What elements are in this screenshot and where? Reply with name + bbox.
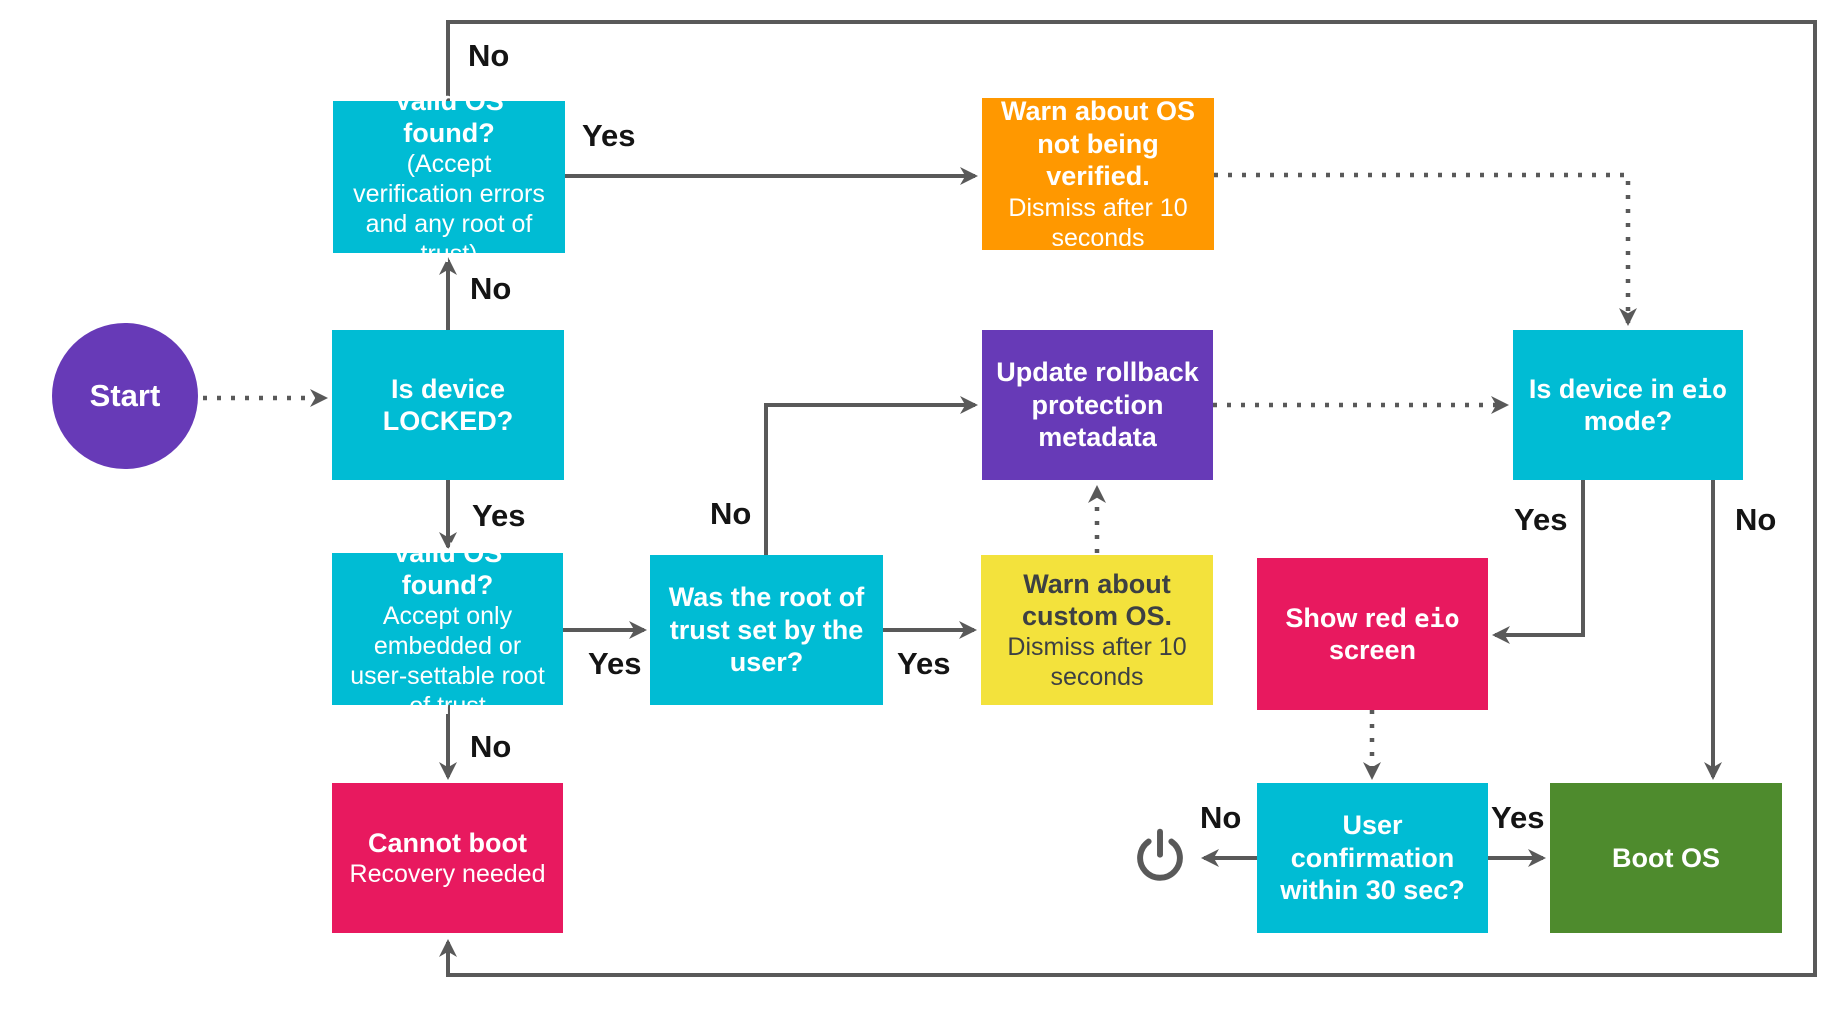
edge-was-root-no-to-update-rollback — [764, 396, 978, 555]
node-title: Cannot boot — [368, 827, 527, 858]
node-is-device-in-eio-mode: Is device in eio mode? — [1513, 330, 1743, 480]
power-icon — [1129, 825, 1191, 887]
node-was-root-of-trust-user-set: Was the root of trust set by the user? — [650, 555, 883, 705]
start-label: Start — [89, 378, 161, 413]
node-subtitle: Dismiss after 10 seconds — [1008, 193, 1188, 252]
node-title: Is device in eio mode? — [1528, 373, 1728, 436]
node-update-rollback-metadata: Update rollback protection metadata — [982, 330, 1213, 480]
node-subtitle: (Accept verification errors and any root… — [353, 150, 545, 269]
eio-mono-text: eio — [1414, 603, 1460, 633]
node-title: Warn about custom OS. — [1021, 568, 1173, 631]
node-boot-os: Boot OS — [1550, 783, 1782, 933]
node-subtitle: Accept only embedded or user-settable ro… — [350, 602, 545, 721]
edge-label-no: No — [470, 729, 512, 764]
edge-label-no: No — [710, 496, 752, 531]
node-start: Start — [52, 323, 198, 469]
node-title: Show red eio screen — [1285, 602, 1460, 665]
node-cannot-boot: Cannot boot Recovery needed — [332, 783, 563, 933]
node-title: Valid OS found? — [392, 537, 503, 600]
edge-label-yes: Yes — [1514, 502, 1568, 537]
node-subtitle: Dismiss after 10 seconds — [1007, 633, 1187, 692]
edge-label-yes: Yes — [897, 646, 951, 681]
node-title: Boot OS — [1612, 842, 1720, 873]
node-user-confirmation-30-sec: User confirmation within 30 sec? — [1257, 783, 1488, 933]
node-subtitle: Recovery needed — [349, 860, 546, 889]
node-title: User confirmation within 30 sec? — [1280, 810, 1465, 906]
edge-eio-yes-to-show-red — [1492, 480, 1585, 644]
edge-label-yes: Yes — [582, 118, 636, 153]
node-title: Update rollback protection metadata — [996, 357, 1199, 453]
node-show-red-eio-screen: Show red eio screen — [1257, 558, 1488, 710]
edge-label-yes: Yes — [472, 498, 526, 533]
node-valid-os-found-locked: Valid OS found? Accept only embedded or … — [332, 538, 563, 720]
node-is-device-locked: Is device LOCKED? — [332, 330, 564, 480]
node-valid-os-found-unlocked: Valid OS found? (Accept verification err… — [333, 86, 565, 268]
node-title: Is device LOCKED? — [382, 373, 514, 436]
node-title: Was the root of trust set by the user? — [668, 582, 865, 678]
edge-warn-not-verified-to-eio — [1214, 172, 1637, 326]
node-warn-about-custom-os: Warn about custom OS. Dismiss after 10 s… — [981, 555, 1213, 705]
edge-label-yes: Yes — [588, 646, 642, 681]
edge-label-yes: Yes — [1491, 800, 1545, 835]
edge-label-no: No — [1735, 502, 1777, 537]
node-title: Valid OS found? — [394, 85, 504, 148]
node-warn-os-not-verified: Warn about OS not being verified. Dismis… — [982, 96, 1214, 252]
eio-mono-text: eio — [1681, 374, 1728, 404]
edge-label-no: No — [470, 271, 512, 306]
edge-label-no: No — [468, 38, 510, 73]
node-title: Warn about OS not being verified. — [1001, 96, 1195, 192]
edge-validos-top-no-loop-to-cannot-boot — [439, 20, 1817, 977]
edge-label-no: No — [1200, 800, 1242, 835]
